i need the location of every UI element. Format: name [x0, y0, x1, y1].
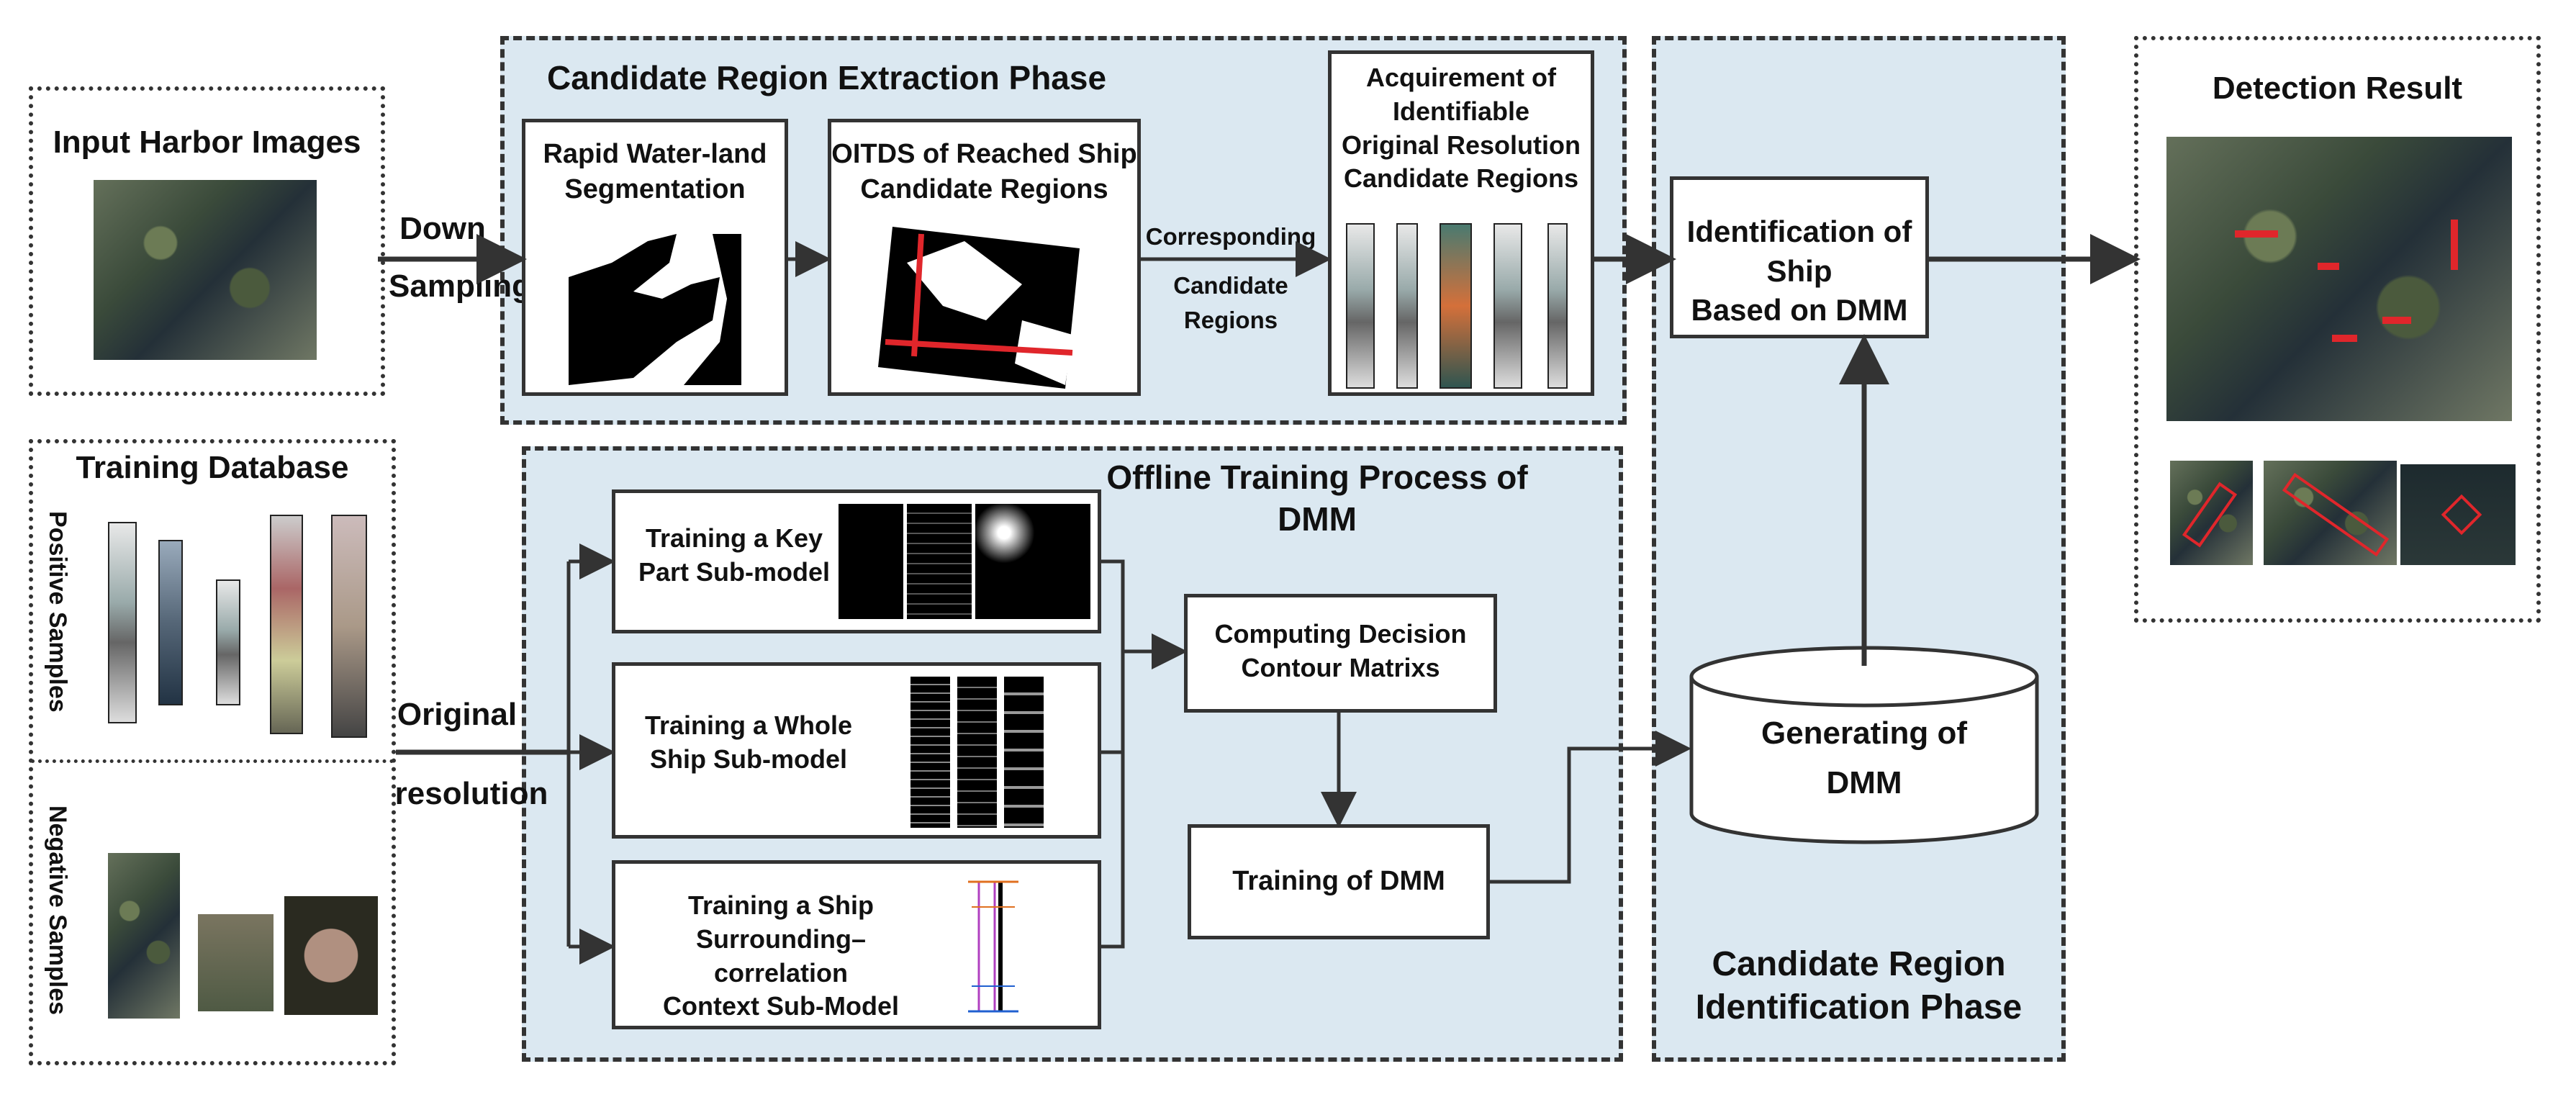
training-phase-title: Offline Training Process of DMM [1022, 457, 1612, 540]
decision-line2: Contour Matrixs [1241, 652, 1440, 682]
training-dmm-box: Training of DMM [1188, 824, 1490, 939]
whole-ship-submodel-box: Training a Whole Ship Sub-model [612, 662, 1101, 839]
generating-line2: DMM [1826, 765, 1902, 801]
oitds-line1: OITDS of Reached Ship [831, 139, 1137, 169]
negative-samples-label: Negative Samples [44, 805, 71, 1016]
generating-dmm-label: Generating of DMM [1691, 713, 2037, 803]
corresponding-line1: Corresponding [1145, 223, 1316, 250]
context-line2: Surrounding–correlation [696, 924, 866, 988]
detection-crop-1 [2170, 461, 2253, 565]
training-database-title: Training Database [76, 450, 349, 485]
corresponding-line3: Regions [1183, 306, 1278, 333]
key-part-submodel-box: Training a Key Part Sub-model [612, 489, 1101, 633]
context-line3: Context Sub-Model [663, 991, 899, 1021]
whole-ship-line1: Training a Whole [644, 710, 853, 740]
sampling-label: Sampling [389, 268, 532, 304]
detection-result-panel [2134, 36, 2541, 623]
identification-line1: Identification of Ship [1686, 215, 1912, 288]
decision-contour-box: Computing Decision Contour Matrixs [1184, 594, 1497, 713]
segmentation-line2: Segmentation [564, 174, 746, 205]
key-part-line2: Part Sub-model [638, 556, 831, 587]
down-label: Down [399, 211, 486, 246]
detection-crop-2 [2264, 461, 2397, 565]
decision-line1: Computing Decision [1214, 619, 1467, 649]
positive-samples-label: Positive Samples [44, 511, 71, 713]
whole-ship-filter-2 [957, 677, 997, 828]
identification-box: Identification of Ship Based on DMM [1670, 176, 1929, 338]
acquirement-line4: Candidate Regions [1343, 163, 1579, 194]
positive-sample-4 [270, 515, 303, 734]
identification-title-line2: Identification Phase [1695, 988, 2023, 1026]
identification-phase-title: Candidate Region Identification Phase [1655, 943, 2062, 1029]
positive-sample-2 [158, 540, 183, 705]
key-part-filter-3 [975, 504, 1090, 619]
positive-sample-5 [331, 515, 367, 738]
training-title-line2: DMM [1278, 500, 1357, 538]
key-part-filter-2 [907, 504, 972, 619]
context-submodel-box: Training a Ship Surrounding–correlation … [612, 860, 1101, 1029]
oitds-image [878, 227, 1080, 389]
detection-result-image [2166, 137, 2512, 421]
acquirement-box: Acquirement of Identifiable Original Res… [1328, 50, 1594, 396]
input-images-title: Input Harbor Images [53, 125, 361, 160]
water-land-segmentation-box: Rapid Water-land Segmentation [522, 119, 788, 396]
acquirement-line2: Identifiable [1392, 96, 1530, 126]
segmentation-line1: Rapid Water-land [543, 139, 767, 169]
corresponding-line2: Candidate [1173, 271, 1288, 299]
whole-ship-filter-3 [1004, 677, 1044, 828]
detection-result-title: Detection Result [2212, 71, 2463, 106]
dmm-database-cylinder [1689, 646, 2039, 844]
candidate-chip-5 [1547, 223, 1568, 389]
candidate-chip-3 [1440, 223, 1472, 389]
training-dmm-label: Training of DMM [1232, 866, 1445, 896]
input-harbor-image [94, 180, 317, 360]
candidate-chip-1 [1346, 223, 1375, 389]
detection-crop-3 [2400, 464, 2516, 565]
key-part-line1: Training a Key [645, 523, 823, 553]
whole-ship-filter-1 [910, 677, 950, 828]
positive-sample-1 [108, 522, 137, 723]
generating-line1: Generating of [1761, 715, 1968, 751]
identification-title-line1: Candidate Region [1712, 945, 2006, 983]
oitds-box: OITDS of Reached Ship Candidate Regions [828, 119, 1141, 396]
resolution-label: resolution [394, 776, 548, 811]
extraction-phase-title: Candidate Region Extraction Phase [547, 59, 1107, 96]
negative-sample-1 [108, 853, 180, 1019]
context-model-diagram [968, 880, 1018, 1013]
whole-ship-line2: Ship Sub-model [650, 744, 847, 774]
positive-sample-3 [216, 579, 240, 705]
oitds-line2: Candidate Regions [860, 174, 1108, 205]
identification-line2: Based on DMM [1691, 293, 1908, 328]
negative-sample-2 [198, 914, 274, 1011]
original-label: Original [397, 697, 518, 732]
training-database-panel [29, 439, 396, 1065]
training-title-line1: Offline Training Process of [1106, 459, 1528, 496]
candidate-chip-2 [1396, 223, 1418, 389]
segmentation-mask-image [569, 234, 741, 385]
context-line1: Training a Ship [687, 890, 875, 920]
acquirement-line3: Original Resolution [1341, 130, 1581, 160]
input-images-panel [29, 86, 385, 396]
key-part-filter-1 [839, 504, 903, 619]
database-divider [31, 759, 394, 763]
negative-sample-3 [284, 896, 378, 1015]
candidate-chip-4 [1493, 223, 1522, 389]
corresponding-candidate-label: Corresponding Candidate Regions [1137, 220, 1324, 338]
acquirement-line1: Acquirement of [1365, 63, 1557, 92]
